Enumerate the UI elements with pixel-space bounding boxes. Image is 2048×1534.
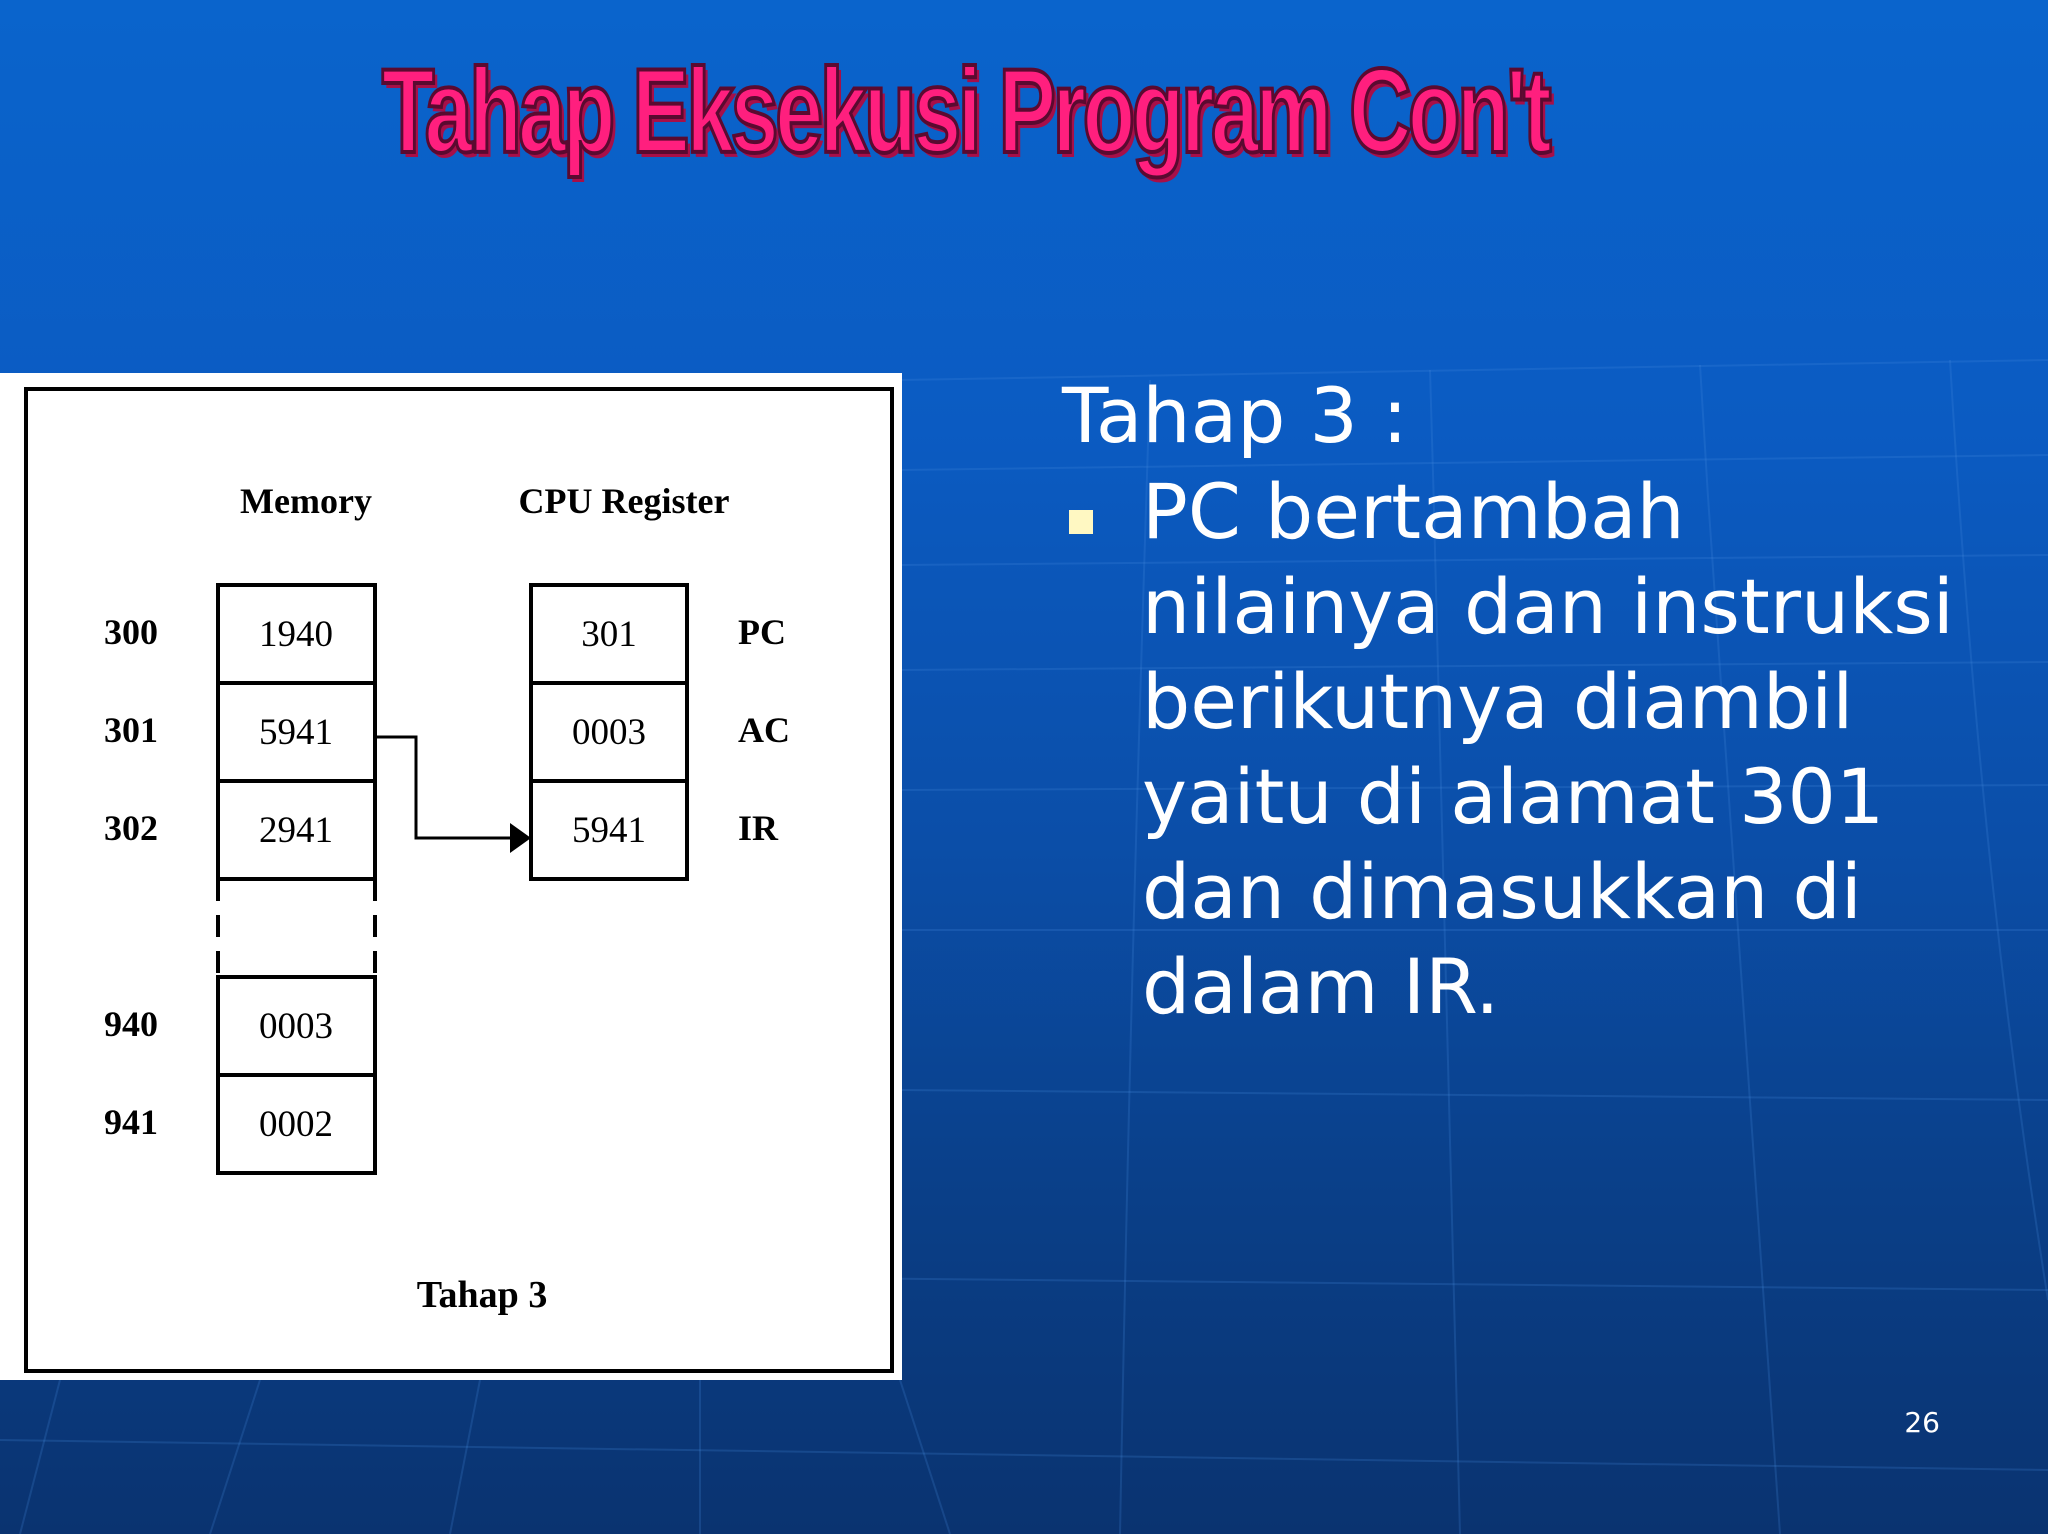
bullet-item: PC bertambah nilainya dan instruksi beri… xyxy=(1062,464,2002,1034)
memory-heading: Memory xyxy=(240,481,372,521)
memory-address-941: 941 xyxy=(104,1102,158,1142)
memory-address-301: 301 xyxy=(104,710,158,750)
register-label-ac: AC xyxy=(738,710,790,750)
bullet-text: PC bertambah nilainya dan instruksi beri… xyxy=(1142,467,1954,1031)
register-column xyxy=(529,583,689,881)
memory-address-940: 940 xyxy=(104,1004,158,1044)
fetch-arrow-line xyxy=(377,735,512,840)
register-label-ir: IR xyxy=(738,808,779,848)
diagram-panel: Memory CPU Register 300 301 302 940 941 … xyxy=(0,373,902,1380)
diagram-frame xyxy=(24,387,894,1373)
memory-value-302: 2941 xyxy=(259,810,333,851)
register-cell-ir xyxy=(529,779,689,881)
memory-value-301: 5941 xyxy=(259,712,333,753)
diagram-caption: Tahap 3 xyxy=(417,1274,548,1316)
register-value-ir: 5941 xyxy=(572,810,646,851)
fetch-arrowhead xyxy=(510,823,531,853)
step-heading: Tahap 3 : xyxy=(1062,371,1408,460)
content-block: Tahap 3 : PC bertambah nilainya dan inst… xyxy=(1062,370,2002,1034)
square-bullet-icon xyxy=(1069,510,1093,534)
register-value-ac: 0003 xyxy=(572,712,646,753)
slide-title: Tahap Eksekusi Program Con't xyxy=(380,42,1553,180)
memory-value-300: 1940 xyxy=(259,614,333,655)
register-value-pc: 301 xyxy=(581,614,637,655)
memory-address-302: 302 xyxy=(104,808,158,848)
memory-column xyxy=(216,583,377,1175)
memory-cell-941 xyxy=(216,1073,377,1175)
page-number: 26 xyxy=(1904,1406,1940,1439)
register-heading: CPU Register xyxy=(519,481,730,521)
memory-value-940: 0003 xyxy=(259,1006,333,1047)
memory-address-300: 300 xyxy=(104,612,158,652)
cpu-memory-diagram: Memory CPU Register 300 301 302 940 941 … xyxy=(104,481,790,1316)
memory-value-941: 0002 xyxy=(259,1104,333,1145)
register-label-pc: PC xyxy=(738,612,786,652)
